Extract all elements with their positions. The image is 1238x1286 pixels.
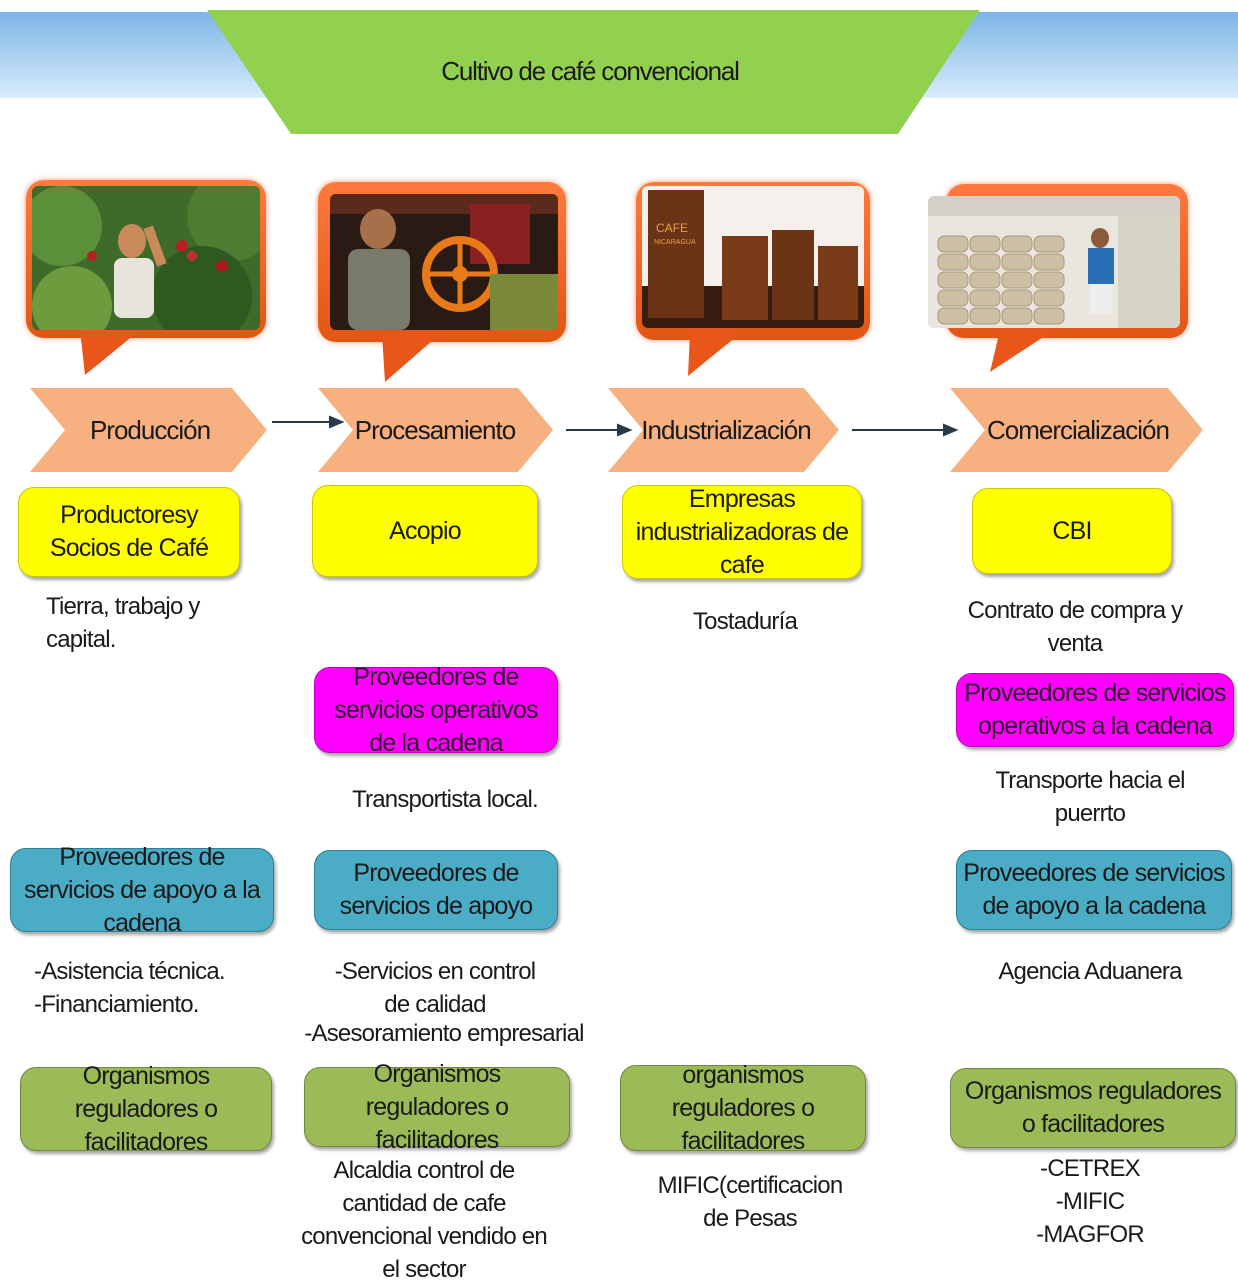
operative-note-procesamiento: Transportista local. (352, 786, 539, 813)
support-note-line: -Servicios en control de calidad (334, 958, 536, 1018)
package-brand-nicaragua: NICARAGUA (654, 239, 696, 246)
callout-pointer (382, 334, 440, 382)
support-provider-procesamiento: Proveedores de servicios de apoyo (314, 850, 558, 930)
stage-procesamiento: Procesamiento (354, 414, 516, 445)
actor-note-comercializacion: Contrato de compra y venta (967, 597, 1184, 657)
actor-productores: Productoresy Socios de Café (18, 487, 240, 577)
support-note-line: -Asesoramiento empresarial (304, 1020, 584, 1047)
regulator-note-industrializacion: MIFIC(certificacion de Pesas (657, 1172, 844, 1232)
banner-title: Cultivo de café convencional (441, 55, 740, 86)
support-note-produccion: -Asistencia técnica. -Financiamiento. (34, 955, 254, 1021)
regulator-industrializacion: organismos reguladores o facilitadores (620, 1061, 866, 1155)
actor-note-industrializacion: Tostaduría (692, 608, 798, 635)
package-brand-cafe: CAFE (656, 221, 688, 235)
stage-chevrons (30, 388, 1203, 472)
support-note-line: -Financiamiento. (34, 991, 199, 1018)
regulator-note-line: -CETREX (1040, 1155, 1141, 1182)
regulator-note-procesamiento: Alcaldia control de cantidad de cafe con… (301, 1157, 548, 1283)
operative-note-comercializacion: Transporte hacia el puerrto (995, 767, 1185, 827)
regulator-produccion: Organismos reguladores o facilitadores (20, 1062, 272, 1156)
stage-produccion: Producción (89, 414, 211, 445)
coffee-farmer-photo (32, 186, 260, 330)
operative-provider-procesamiento: Proveedores de servicios operativos de l… (314, 663, 558, 757)
support-note-comercializacion: Agencia Aduanera (998, 958, 1182, 985)
callout-pointer (990, 330, 1054, 372)
regulator-note-comercializacion: -CETREX -MIFIC -MAGFOR (1000, 1152, 1180, 1251)
stage-comercializacion: Comercialización (987, 414, 1170, 445)
regulator-note-line: -MIFIC (1055, 1188, 1125, 1215)
coffee-sacks-warehouse-photo (928, 196, 1180, 328)
roasted-coffee-packages-photo: CAFE NICARAGUA (642, 186, 864, 328)
banner-background (0, 10, 1238, 134)
actor-acopio: Acopio (312, 485, 538, 577)
support-provider-produccion: Proveedores de servicios de apoyo a la c… (10, 843, 274, 937)
actor-cbi: CBI (972, 488, 1172, 574)
support-note-line: -Asistencia técnica. (34, 958, 226, 985)
support-provider-comercializacion: Proveedores de servicios de apoyo a la c… (956, 850, 1232, 930)
stage-industrializacion: Industrialización (641, 414, 811, 445)
actor-empresas-industrializadoras: Empresas industrializadoras de cafe (622, 485, 862, 579)
actor-note-produccion: Tierra, trabajo y capital. (46, 593, 200, 653)
regulator-procesamiento: Organismos reguladores o facilitadores (304, 1060, 570, 1154)
regulator-comercializacion: Organismos reguladores o facilitadores (950, 1068, 1236, 1148)
support-note-procesamiento: -Servicios en control de calidad -Asesor… (294, 955, 594, 1047)
callout-pointer (688, 332, 742, 376)
callout-pointer (80, 330, 140, 375)
operative-provider-comercializacion: Proveedores de servicios operativos a la… (956, 673, 1234, 747)
coffee-processing-photo (330, 194, 558, 330)
regulator-note-line: -MAGFOR (1036, 1221, 1145, 1248)
